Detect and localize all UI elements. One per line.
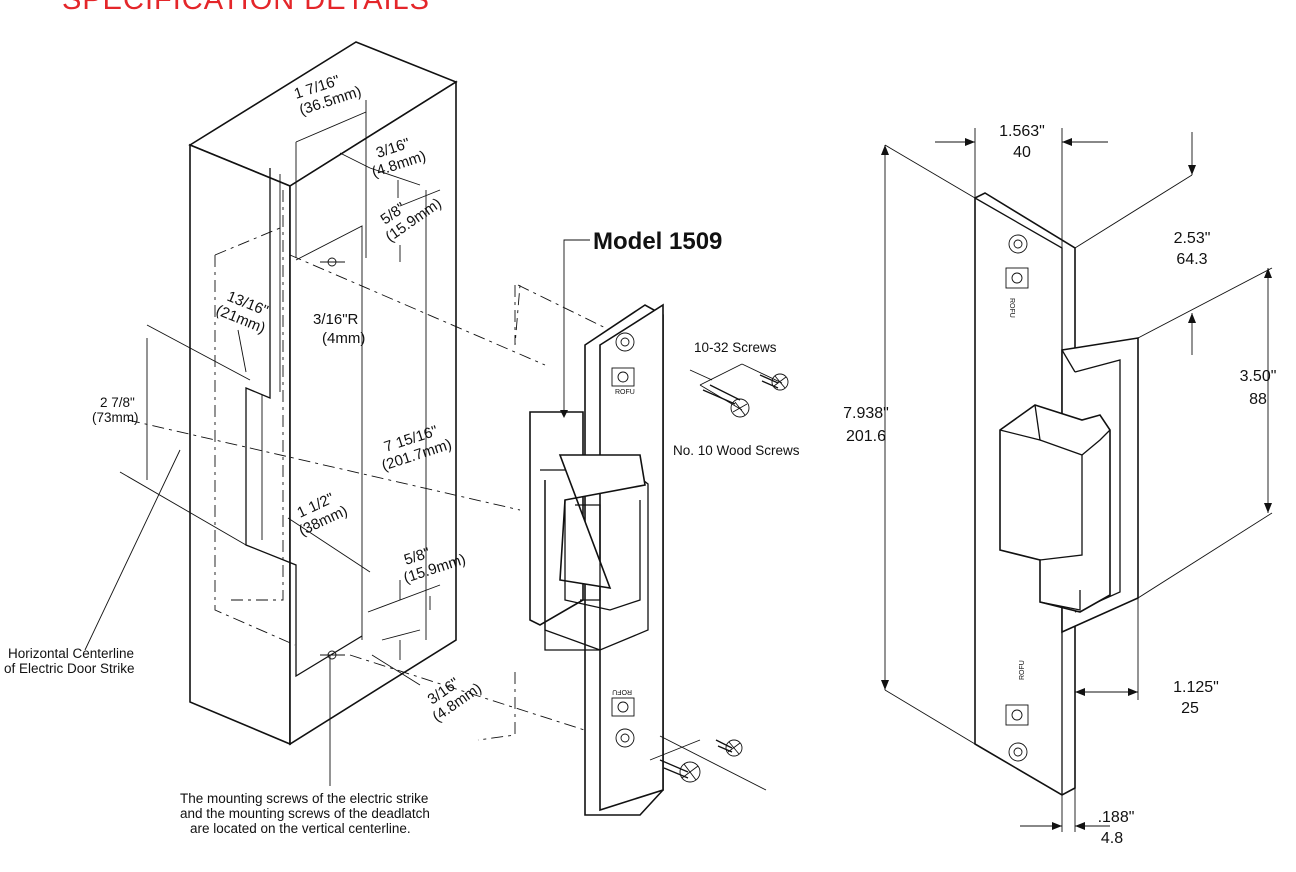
- depth-metric: 25: [1181, 700, 1199, 717]
- machine-screws-label: 10-32 Screws: [694, 340, 777, 355]
- height-label: 7.938": [843, 405, 889, 422]
- dim-2-7-8-label: 2 7/8": [100, 395, 135, 410]
- wood-screws-label: No. 10 Wood Screws: [673, 443, 800, 458]
- right-labels: 1.563" 40 2.53" 64.3 7.938" 201.6 3.50" …: [843, 123, 1276, 847]
- thickness-label: .188": [1098, 809, 1135, 826]
- side-elevation: ROFU ROFU: [974, 192, 1139, 796]
- page-title: SPECIFICATION DETAILS: [62, 0, 430, 16]
- brand-label-right-top: ROFU: [1008, 298, 1015, 318]
- svg-text:3/16" (4.8mm): 3/16" (4.8mm): [420, 666, 485, 726]
- thickness-metric: 4.8: [1101, 830, 1123, 847]
- note-line-3: are located on the vertical centerline.: [190, 821, 411, 836]
- electric-strike: ROFU ROFU: [529, 303, 664, 816]
- note-line-2: and the mounting screws of the deadlatch: [180, 806, 430, 821]
- centerline-label-1: Horizontal Centerline: [8, 646, 134, 661]
- model-label: Model 1509: [593, 228, 722, 255]
- width-label: 1.563": [999, 123, 1045, 140]
- dim-3-16-r-label: 3/16"R: [313, 311, 359, 328]
- brand-label-right-bottom: ROFU: [1019, 660, 1026, 680]
- brand-label-bottom: ROFU: [612, 688, 632, 695]
- dim-3-16-r-metric: (4mm): [322, 330, 365, 347]
- centerline-label-2: of Electric Door Strike: [4, 661, 135, 676]
- left-dimension-lines: [84, 100, 441, 786]
- width-metric: 40: [1013, 144, 1031, 161]
- left-labels: 1 7/16" (36.5mm) 3/16" (4.8mm) 5/8" (15.…: [4, 72, 485, 836]
- body-height-label: 3.50": [1240, 368, 1277, 385]
- body-height-metric: 88: [1249, 391, 1267, 408]
- depth-label: 1.125": [1173, 679, 1219, 696]
- right-dimension-lines: [881, 128, 1273, 832]
- dim-2-7-8-metric: (73mm): [92, 410, 139, 425]
- screws-group: [649, 363, 789, 791]
- brand-label-top: ROFU: [615, 389, 635, 396]
- offset-label: 2.53": [1174, 230, 1211, 247]
- model-callout: Model 1509: [560, 228, 722, 418]
- height-metric: 201.6: [846, 428, 886, 445]
- note-line-1: The mounting screws of the electric stri…: [180, 791, 428, 806]
- offset-metric: 64.3: [1176, 251, 1207, 268]
- door-frame-block: [188, 41, 458, 746]
